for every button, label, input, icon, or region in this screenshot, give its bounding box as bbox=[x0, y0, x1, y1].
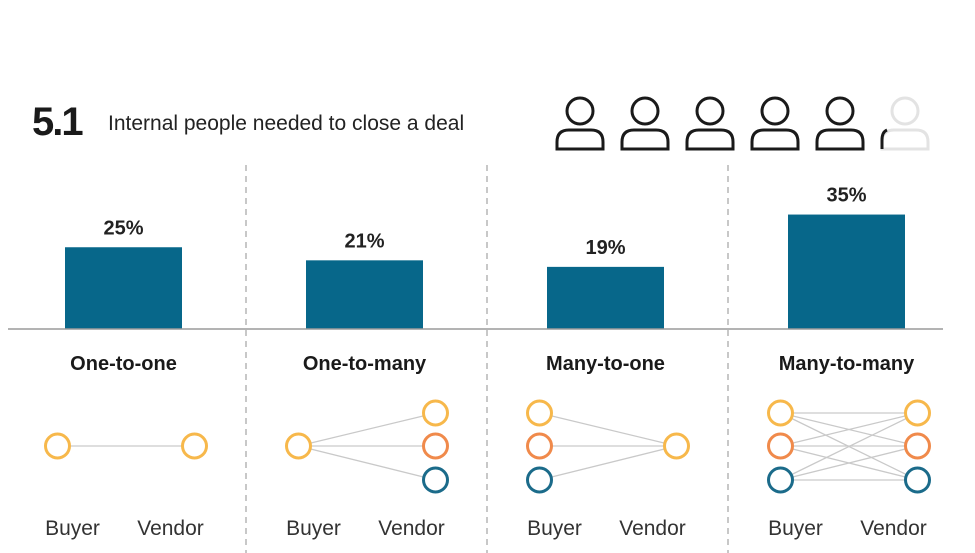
vendor-node bbox=[181, 432, 208, 460]
headline-text: Internal people needed to close a deal bbox=[108, 112, 465, 135]
vendor-label: Vendor bbox=[137, 517, 204, 540]
bar bbox=[788, 214, 905, 329]
person-icon-partial-stroke bbox=[880, 128, 888, 149]
buyer-label: Buyer bbox=[286, 517, 341, 540]
connection-diagram bbox=[526, 399, 690, 494]
person-icon bbox=[815, 96, 865, 151]
category-label: One-to-many bbox=[303, 353, 427, 375]
bar-value-label: 19% bbox=[585, 237, 625, 259]
buyer-label: Buyer bbox=[768, 517, 823, 540]
buyer-node bbox=[767, 399, 794, 427]
buyer-node bbox=[44, 432, 71, 460]
buyer-node bbox=[285, 432, 312, 460]
vendor-node bbox=[663, 432, 690, 460]
connection-line bbox=[780, 445, 918, 481]
bar bbox=[547, 266, 664, 329]
connection-line bbox=[780, 412, 918, 447]
buyer-node bbox=[767, 466, 794, 494]
vendor-node bbox=[904, 399, 931, 427]
buyer-label: Buyer bbox=[527, 517, 582, 540]
vendor-node bbox=[422, 466, 449, 494]
buyer-label: Buyer bbox=[45, 517, 100, 540]
connection-line bbox=[539, 445, 677, 481]
vendor-label: Vendor bbox=[378, 517, 445, 540]
category-label: Many-to-many bbox=[779, 353, 915, 375]
connection-line bbox=[780, 412, 918, 481]
category-label: One-to-one bbox=[70, 353, 177, 375]
buyer-node bbox=[767, 432, 794, 460]
vendor-node bbox=[422, 399, 449, 427]
person-icon bbox=[685, 96, 735, 151]
vendor-node bbox=[422, 432, 449, 460]
people-icons bbox=[555, 96, 930, 151]
connection-line bbox=[298, 412, 436, 447]
connection-diagram bbox=[767, 399, 931, 494]
connection-diagram bbox=[44, 432, 208, 460]
buyer-node bbox=[526, 399, 553, 427]
buyer-node bbox=[526, 466, 553, 494]
person-icon bbox=[555, 96, 605, 151]
buyer-node bbox=[526, 432, 553, 460]
person-icon bbox=[750, 96, 800, 151]
vendor-label: Vendor bbox=[619, 517, 686, 540]
bar bbox=[65, 247, 182, 329]
connection-line bbox=[298, 445, 436, 481]
bar-value-label: 21% bbox=[344, 230, 384, 252]
connection-line bbox=[539, 412, 677, 447]
vendor-label: Vendor bbox=[860, 517, 927, 540]
vendor-node bbox=[904, 432, 931, 460]
vendor-node bbox=[904, 466, 931, 494]
bar-value-label: 25% bbox=[103, 217, 143, 239]
connection-diagram bbox=[285, 399, 449, 494]
person-icon bbox=[620, 96, 670, 151]
headline-number: 5.1 bbox=[32, 100, 84, 144]
bar bbox=[306, 260, 423, 329]
category-label: Many-to-one bbox=[546, 353, 665, 375]
bar-value-label: 35% bbox=[826, 185, 866, 207]
